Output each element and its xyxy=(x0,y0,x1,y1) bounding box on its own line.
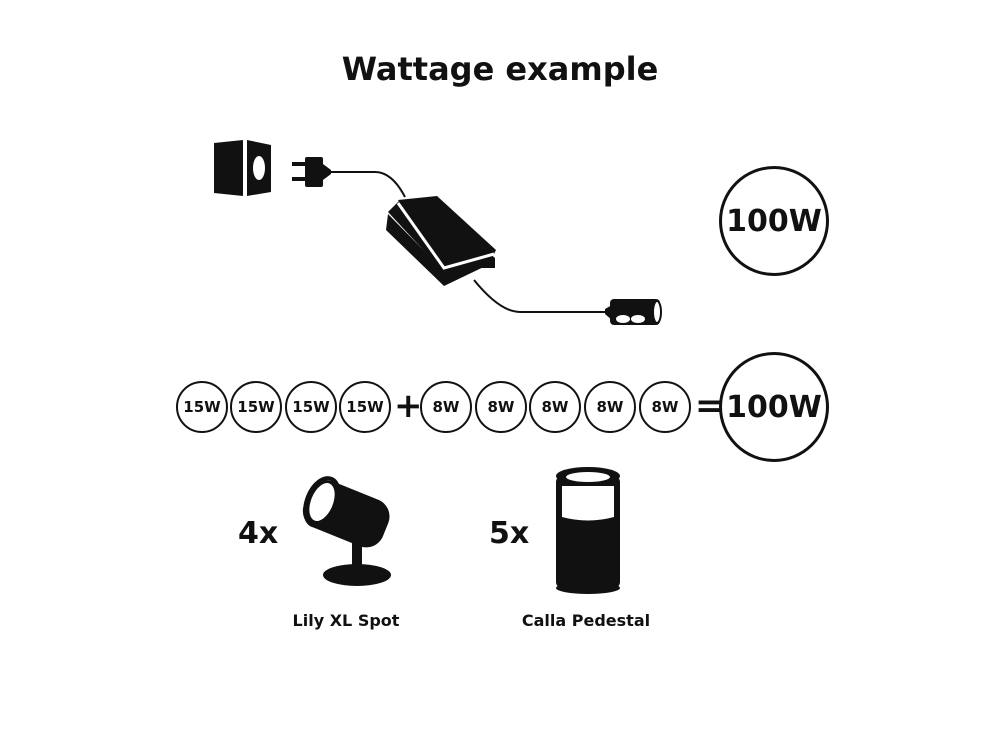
connector-icon xyxy=(605,299,662,325)
pedestal-wattage-badge: 8W xyxy=(584,381,636,433)
plug-icon xyxy=(292,157,331,187)
pedestal-quantity: 5x xyxy=(489,516,530,551)
pedestal-product-name: Calla Pedestal xyxy=(521,611,651,630)
equals-sign: = xyxy=(695,386,724,426)
spot-wattage-badge: 15W xyxy=(285,381,337,433)
pedestal-wattage-badge: 8W xyxy=(529,381,581,433)
plus-sign: + xyxy=(394,386,423,426)
power-adapter-icon xyxy=(386,196,496,286)
pedestal-wattage-badge: 8W xyxy=(420,381,472,433)
page-title: Wattage example xyxy=(341,50,659,88)
wall-socket-icon xyxy=(214,140,271,196)
spotlight-icon xyxy=(302,476,391,586)
spot-wattage-badge: 15W xyxy=(230,381,282,433)
spot-quantity: 4x xyxy=(238,516,279,551)
spot-wattage-badge: 15W xyxy=(339,381,391,433)
pedestal-wattage-badge: 8W xyxy=(475,381,527,433)
spot-product-name: Lily XL Spot xyxy=(292,611,400,630)
pedestal-light-icon xyxy=(556,467,620,594)
power-supply-capacity-badge: 100W xyxy=(719,166,829,276)
pedestal-wattage-badge: 8W xyxy=(639,381,691,433)
total-wattage-badge: 100W xyxy=(719,352,829,462)
spot-wattage-badge: 15W xyxy=(176,381,228,433)
